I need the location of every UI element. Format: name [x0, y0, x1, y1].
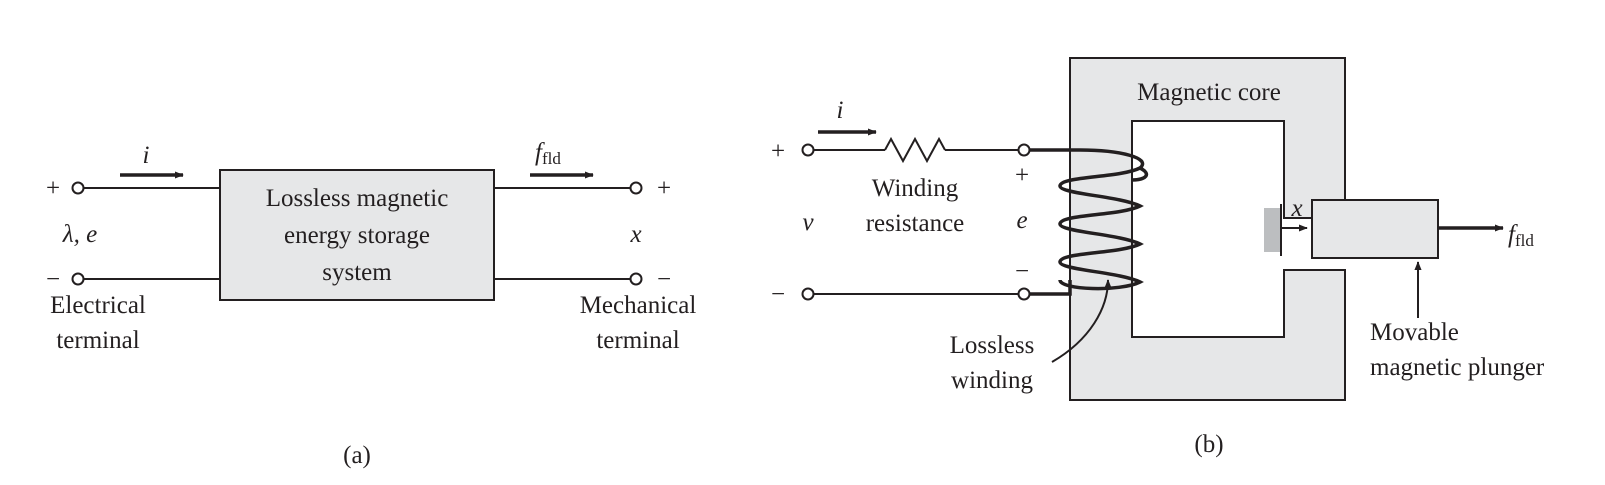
mechanical-terminal-label-1: Mechanical: [580, 292, 697, 319]
current-label: i: [143, 142, 150, 169]
mechanical-terminal-label-2: terminal: [596, 327, 679, 354]
electrical-terminal-label-1: Electrical: [50, 292, 146, 319]
box-label-line-2: energy storage: [284, 222, 430, 249]
winding-terminal-bottom: [1017, 287, 1031, 301]
plunger-displacement-label: x: [1290, 195, 1302, 222]
winding-resistor: [884, 136, 946, 164]
mechanical-terminal-bottom: [629, 272, 643, 286]
plunger-force-label: ffld: [1508, 221, 1534, 250]
panel-b: Magnetic core ffld x Movable magnetic pl…: [771, 57, 1545, 458]
plunger-label-1: Movable: [1370, 319, 1459, 346]
force-label: ffld: [535, 139, 561, 168]
voltage-label: v: [802, 209, 814, 236]
electrical-terminal-label-2: terminal: [56, 327, 139, 354]
source-terminal-top: [801, 143, 815, 157]
mechanical-minus: −: [657, 266, 671, 293]
flux-emf-label: λ, e: [62, 221, 97, 248]
coil-turns: [1058, 166, 1144, 291]
energy-storage-box: [219, 169, 495, 301]
caption-a: (a): [343, 442, 371, 469]
lossless-winding-label-1: Lossless: [950, 332, 1035, 359]
source-minus: −: [771, 281, 785, 308]
winding-terminal-top: [1017, 143, 1031, 157]
winding-resistance-label-2: resistance: [866, 210, 965, 237]
panel-a: Lossless magnetic energy storage system …: [46, 139, 696, 469]
emf-plus: +: [1015, 162, 1029, 189]
emf-label: e: [1016, 207, 1027, 234]
winding-pointer: [1051, 279, 1112, 363]
source-current-label: i: [837, 97, 844, 124]
movable-plunger: [1311, 199, 1439, 259]
winding-lead-top: [1030, 148, 1145, 170]
box-label-line-1: Lossless magnetic: [266, 185, 449, 212]
emf-minus: −: [1015, 258, 1029, 285]
electrical-terminal-bottom: [71, 272, 85, 286]
box-label-line-3: system: [322, 259, 392, 286]
source-plus: +: [771, 138, 785, 165]
caption-b: (b): [1194, 431, 1223, 458]
lossless-winding-label-2: winding: [951, 367, 1033, 394]
reference-bar: [1264, 208, 1280, 252]
electrical-minus: −: [46, 266, 60, 293]
source-terminal-bottom: [801, 287, 815, 301]
mechanical-plus: +: [657, 175, 671, 202]
mechanical-terminal-top: [629, 181, 643, 195]
winding-lead-bottom: [1030, 280, 1072, 296]
coil-front-overlay: [1131, 166, 1149, 182]
displacement-label: x: [629, 221, 641, 248]
magnetic-core-label: Magnetic core: [1137, 79, 1281, 106]
plunger-label-2: magnetic plunger: [1370, 354, 1545, 381]
winding-resistance-label-1: Winding: [872, 175, 959, 202]
electrical-plus: +: [46, 175, 60, 202]
electrical-terminal-top: [71, 181, 85, 195]
